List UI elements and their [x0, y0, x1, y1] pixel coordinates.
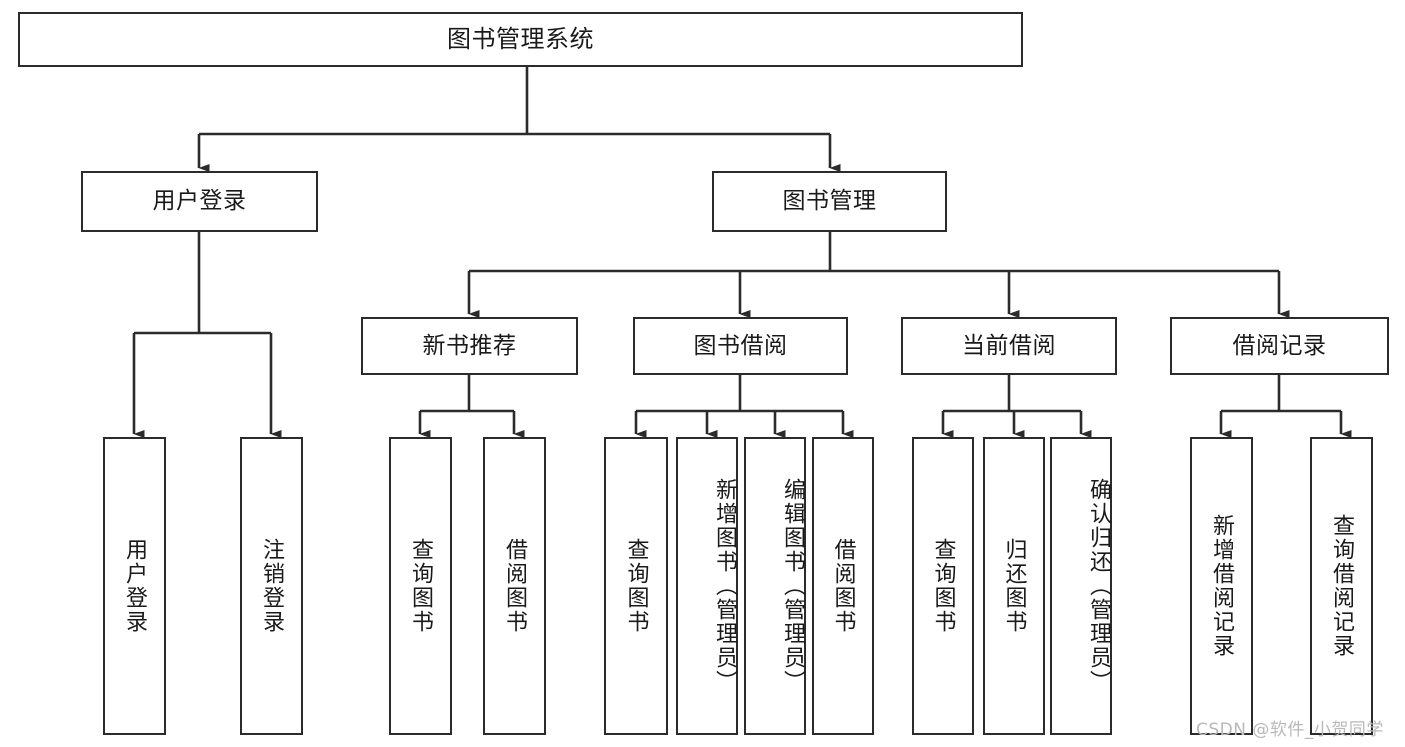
node-label: 确认归还（管理员）: [1086, 478, 1111, 694]
node-label: 用户登录: [122, 538, 148, 634]
leaf-edit-book[interactable]: 编辑图书（管理员）: [744, 437, 806, 735]
leaf-borrow-book-2[interactable]: 借阅图书: [812, 437, 874, 735]
node-label: 借阅记录: [1232, 332, 1327, 359]
leaf-user-login[interactable]: 用户登录: [103, 437, 166, 735]
leaf-query-book-1[interactable]: 查询图书: [389, 437, 452, 735]
csdn-watermark: CSDN @软件_小贺同学: [1196, 720, 1384, 740]
leaf-add-record[interactable]: 新增借阅记录: [1190, 437, 1253, 735]
node-label: 注销登录: [259, 538, 285, 634]
node-root-system[interactable]: 图书管理系统: [18, 12, 1023, 67]
node-label: 用户登录: [152, 188, 247, 215]
node-label: 新增图书（管理员）: [712, 478, 737, 694]
leaf-query-book-3[interactable]: 查询图书: [912, 437, 974, 735]
leaf-return-book[interactable]: 归还图书: [983, 437, 1045, 735]
leaf-add-book[interactable]: 新增图书（管理员）: [676, 437, 738, 735]
leaf-user-logout[interactable]: 注销登录: [240, 437, 303, 735]
leaf-query-record[interactable]: 查询借阅记录: [1310, 437, 1373, 735]
node-label: 查询图书: [930, 538, 956, 634]
node-label: 查询图书: [623, 538, 649, 634]
node-label: 编辑图书（管理员）: [780, 478, 805, 694]
node-new-book-rec[interactable]: 新书推荐: [361, 317, 578, 375]
node-book-borrow[interactable]: 图书借阅: [633, 317, 848, 375]
node-label: 归还图书: [1001, 538, 1027, 634]
node-label: 查询借阅记录: [1329, 514, 1355, 658]
node-borrow-record[interactable]: 借阅记录: [1170, 317, 1389, 375]
node-book-manage[interactable]: 图书管理: [712, 171, 947, 232]
node-label: 图书管理: [782, 188, 877, 215]
leaf-query-book-2[interactable]: 查询图书: [604, 437, 668, 735]
node-label: 新书推荐: [422, 332, 517, 359]
node-label: 查询图书: [408, 538, 434, 634]
node-label: 新增借阅记录: [1209, 514, 1235, 658]
node-label: 当前借阅: [962, 332, 1056, 359]
node-current-borrow[interactable]: 当前借阅: [901, 317, 1117, 375]
node-label: 借阅图书: [830, 538, 856, 634]
node-user-login[interactable]: 用户登录: [81, 171, 318, 232]
node-label: 图书借阅: [693, 332, 788, 359]
node-label: 图书管理系统: [447, 24, 594, 53]
node-label: 借阅图书: [502, 538, 528, 634]
leaf-borrow-book-1[interactable]: 借阅图书: [483, 437, 546, 735]
leaf-confirm-return[interactable]: 确认归还（管理员）: [1050, 437, 1112, 735]
